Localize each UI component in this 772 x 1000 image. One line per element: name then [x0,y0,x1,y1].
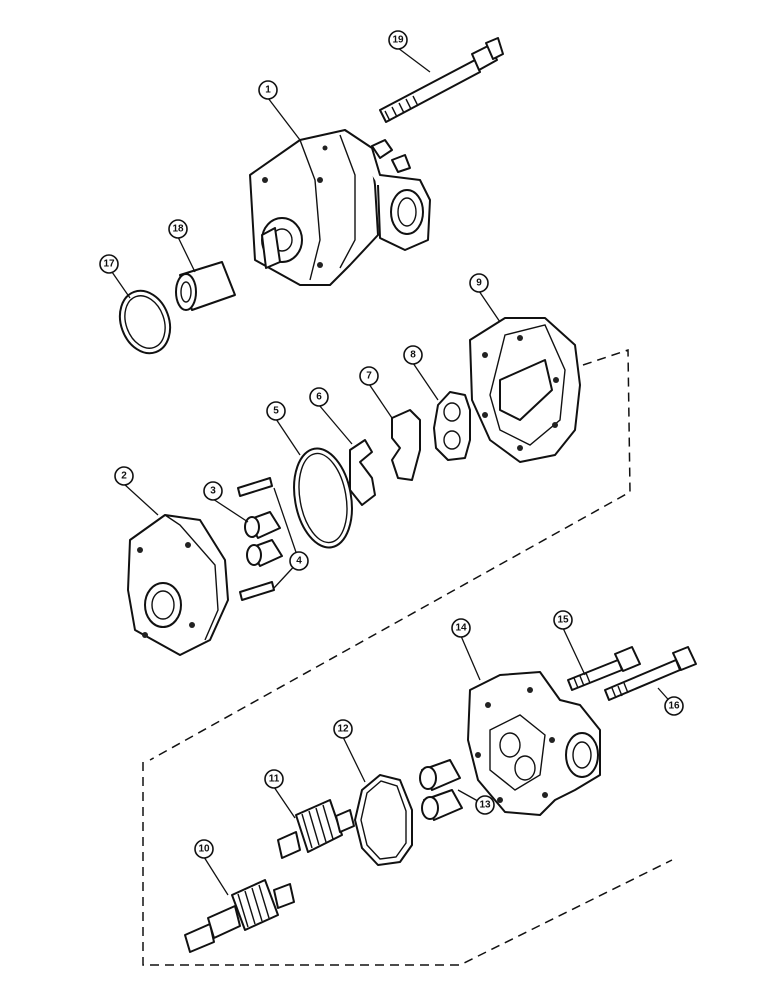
callout-19: 19 [388,30,408,50]
part-10-drive-gear [184,879,295,953]
part-17-o-ring [118,289,172,355]
part-4-pin-lower [239,581,275,601]
part-15-bolt [567,646,641,691]
callout-17-label: 17 [103,259,115,270]
part-19-long-bolt [379,37,504,123]
callout-16: 16 [664,696,684,716]
part-8-gasket [433,391,471,461]
callout-15: 15 [553,610,573,630]
assembly-dashed-line-upper [149,348,631,761]
callout-4-label: 4 [296,556,302,567]
callout-19-label: 19 [392,35,404,46]
part-17-o-ring-inner [124,295,166,349]
part-3-bushings [244,511,283,567]
callout-15-label: 15 [557,615,569,626]
callout-11: 11 [264,769,284,789]
part-12-gasket-inner [360,780,407,860]
callout-3: 3 [203,481,223,501]
callout-12-label: 12 [337,724,349,735]
callout-2-label: 2 [121,471,127,482]
part-13-bushings [419,759,463,821]
callout-14-label: 14 [455,623,467,634]
assembly-dashed-line-lower [142,762,673,966]
part-5-o-ring [293,447,353,549]
callout-4: 4 [289,551,309,571]
callout-5-label: 5 [273,406,279,417]
part-16-bolt [604,646,697,701]
callout-18: 18 [168,219,188,239]
callout-18-label: 18 [172,224,184,235]
callout-10: 10 [194,839,214,859]
callout-6-label: 6 [316,392,322,403]
callout-13: 13 [475,795,495,815]
callout-8: 8 [403,345,423,365]
callout-3-label: 3 [210,486,216,497]
part-2-front-cover [127,514,229,656]
part-4-pin-upper [237,477,273,497]
callout-6: 6 [309,387,329,407]
callout-12: 12 [333,719,353,739]
callout-14: 14 [451,618,471,638]
callout-11-label: 11 [269,774,280,785]
callout-8-label: 8 [410,350,416,361]
part-12-gasket [354,774,413,866]
callout-16-label: 16 [668,701,680,712]
callout-7-label: 7 [366,371,372,382]
part-1-pump-assembly [249,129,431,286]
callout-17: 17 [99,254,119,274]
callout-13-label: 13 [479,800,491,811]
part-5-o-ring-inner [298,452,348,544]
part-6-seal [349,439,376,506]
part-7-seal [391,409,421,481]
callout-1-label: 1 [265,85,271,96]
leader-lines [111,47,675,896]
part-9-plate [469,317,581,463]
part-14-rear-housing [467,671,601,816]
part-11-driven-gear [277,799,355,859]
callout-9-label: 9 [476,278,482,289]
callout-2: 2 [114,466,134,486]
part-18-coupling-sleeve [175,261,236,311]
callout-7: 7 [359,366,379,386]
callout-10-label: 10 [198,844,210,855]
callout-1: 1 [258,80,278,100]
callout-5: 5 [266,401,286,421]
callout-9: 9 [469,273,489,293]
